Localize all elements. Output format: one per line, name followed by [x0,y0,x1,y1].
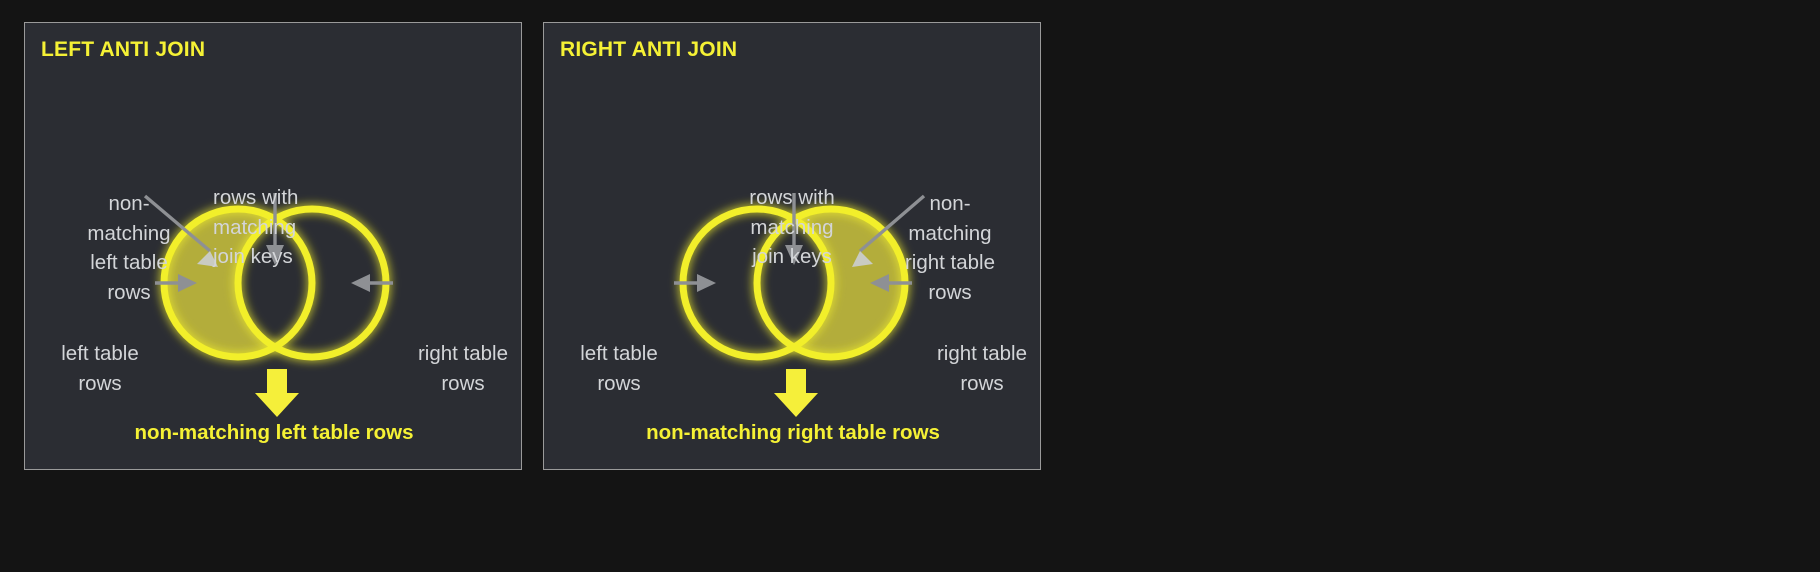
annotation-matching-join-keys: rows with matching join keys [749,186,835,269]
panel-title-left: LEFT ANTI JOIN [41,38,206,61]
result-arrow-right [774,369,818,417]
annotation-left-table-rows: left table rows [61,342,139,395]
annotation-non-matching-left-rows: non- matching left table rows [87,192,171,305]
annotation-matching-join-keys: rows with matching join keys [213,186,299,269]
caption-left-anti-join: non-matching left table rows [134,421,414,444]
annotation-non-matching-right-rows: non- matching right table rows [904,192,996,305]
annotation-arrows-right [674,193,926,292]
venn-svg-right [674,193,926,417]
result-arrow-left [255,369,299,417]
caption-right-anti-join: non-matching right table rows [646,421,940,444]
panel-right-anti-join: RIGHT ANTI JOIN [543,22,1041,470]
panel-title-right: RIGHT ANTI JOIN [560,38,738,61]
annotation-arrows-left [143,193,393,292]
annotation-right-table-rows: right table rows [936,342,1028,395]
venn-diagram-right: rows with matching join keys non- matchi… [544,101,1042,417]
venn-svg-left [143,193,393,417]
panel-left-anti-join: LEFT ANTI JOIN [24,22,522,470]
venn-diagram-left: non- matching left table rows rows with … [25,101,523,417]
annotation-left-table-rows: left table rows [580,342,658,395]
annotation-right-table-rows: right table rows [417,342,509,395]
